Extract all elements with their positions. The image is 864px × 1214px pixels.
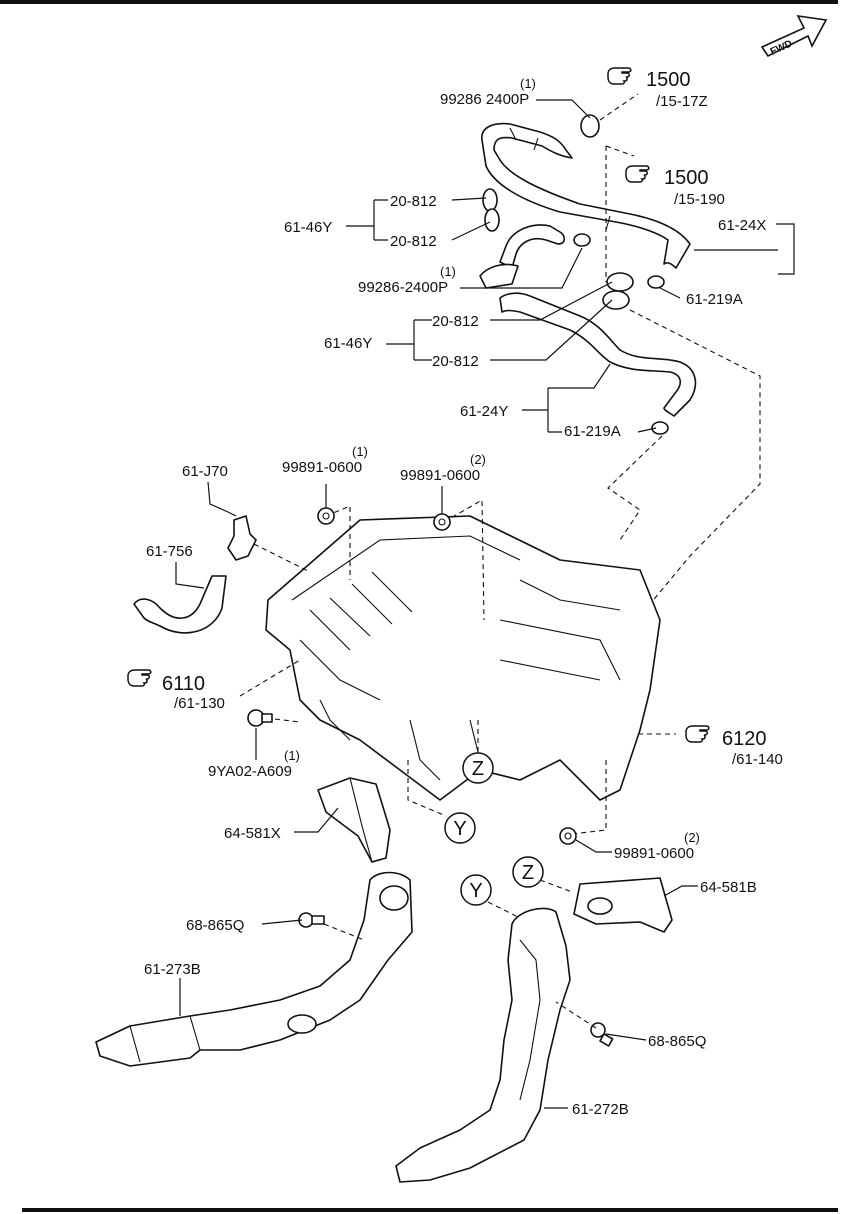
dashed-line-screw-b xyxy=(555,1001,597,1029)
nut-99891-0600-1 xyxy=(317,507,335,525)
clamp-99286-top xyxy=(580,114,600,138)
label-99891-0600-2: 99891-0600 xyxy=(400,467,480,484)
qty-9YA02-A609: (1) xyxy=(284,748,300,763)
clamp-99286-mid xyxy=(573,233,591,247)
label-61-273B: 61-273B xyxy=(144,961,201,978)
dashed-line-nut-3 xyxy=(571,760,607,835)
marker-z-1-label: Z xyxy=(472,758,484,780)
hose-61-756 xyxy=(133,575,227,634)
hose-61-24X xyxy=(481,122,691,269)
ref-6120-sub: /61-140 xyxy=(732,751,783,768)
connector-61-J70 xyxy=(227,515,311,573)
label-61-46Y-b: 61-46Y xyxy=(324,335,372,352)
label-61-756: 61-756 xyxy=(146,543,193,560)
dashed-line-screw-a xyxy=(323,923,365,941)
pointing-hand-icon xyxy=(127,669,152,687)
nut-99891-0600-2 xyxy=(433,513,451,531)
duct-61-273B xyxy=(95,871,413,1067)
dashed-line-z2 xyxy=(539,879,573,893)
label-61-219A-b: 61-219A xyxy=(564,423,621,440)
label-61-J70: 61-J70 xyxy=(182,463,228,480)
ref-6110-sub: /61-130 xyxy=(174,695,225,712)
reference-1500-a: 1500 /15-17Z xyxy=(607,67,708,110)
hose-joint-61-219A-b xyxy=(651,421,669,435)
fwd-arrow-icon: FWD xyxy=(760,14,828,58)
duct-64-581B xyxy=(573,877,673,933)
label-61-24X: 61-24X xyxy=(718,217,766,234)
qty-99286-mid: (1) xyxy=(440,264,456,279)
dashed-line-6110 xyxy=(239,659,301,697)
ref-6120-num: 6120 xyxy=(722,728,767,750)
label-61-219A-a: 61-219A xyxy=(686,291,743,308)
heater-unit xyxy=(265,515,661,801)
marker-y-2: Y xyxy=(460,874,492,906)
label-68-865Q-b: 68-865Q xyxy=(648,1033,706,1050)
dashed-line-1500-b xyxy=(605,145,635,157)
label-64-581B: 64-581B xyxy=(700,879,757,896)
duct-61-272B xyxy=(395,907,571,1183)
ref-1500-a-num: 1500 xyxy=(646,69,691,91)
label-20-812-d: 20-812 xyxy=(432,353,479,370)
marker-z-2-label: Z xyxy=(522,862,534,884)
dashed-line-hose xyxy=(605,146,761,641)
label-68-865Q-a: 68-865Q xyxy=(186,917,244,934)
reference-6110: 6110 /61-130 xyxy=(127,669,225,712)
pointing-hand-icon xyxy=(685,725,710,743)
qty-99286-top: (1) xyxy=(520,76,536,91)
reference-6120: 6120 /61-140 xyxy=(685,725,783,768)
marker-z-1: Z xyxy=(462,752,494,784)
hose-small-loop xyxy=(479,224,566,289)
label-99286-2400P-top: 99286 2400P xyxy=(440,91,529,108)
clamp-20-812-b xyxy=(602,272,634,310)
label-9YA02-A609: 9YA02-A609 xyxy=(208,763,292,780)
fwd-label: FWD xyxy=(769,38,794,57)
qty-99891-0600-3: (2) xyxy=(684,830,700,845)
qty-99891-0600-2: (2) xyxy=(470,452,486,467)
marker-y-1-label: Y xyxy=(453,818,466,840)
clamp-20-812-a xyxy=(482,188,500,232)
dashed-line-nut-1 xyxy=(325,505,351,580)
dashed-line-bolt xyxy=(265,717,301,723)
label-61-24Y: 61-24Y xyxy=(460,403,508,420)
marker-y-2-label: Y xyxy=(469,880,482,902)
hose-joint-61-219A-a xyxy=(647,275,665,289)
label-61-272B: 61-272B xyxy=(572,1101,629,1118)
reference-1500-b: 1500 /15-190 xyxy=(625,165,725,208)
pointing-hand-icon xyxy=(607,67,632,85)
marker-z-2: Z xyxy=(512,856,544,888)
screw-68-865Q-a xyxy=(298,912,325,928)
qty-99891-0600-1: (1) xyxy=(352,444,368,459)
dashed-line-y xyxy=(407,760,447,817)
pointing-hand-icon xyxy=(625,165,650,183)
nut-99891-0600-3 xyxy=(559,827,577,845)
ref-1500-b-num: 1500 xyxy=(664,167,709,189)
label-64-581X: 64-581X xyxy=(224,825,281,842)
ref-1500-b-sub: /15-190 xyxy=(674,191,725,208)
dashed-line-lower xyxy=(607,435,663,541)
dashed-line-1500-a xyxy=(599,93,639,121)
duct-64-581X xyxy=(317,777,391,863)
label-20-812-b: 20-812 xyxy=(390,233,437,250)
ref-1500-a-sub: /15-17Z xyxy=(656,93,708,110)
label-20-812-a: 20-812 xyxy=(390,193,437,210)
label-99891-0600-1: 99891-0600 xyxy=(282,459,362,476)
bolt-9YA02-A609 xyxy=(247,709,273,727)
dashed-line-y2 xyxy=(487,901,521,919)
marker-y-1: Y xyxy=(444,812,476,844)
label-20-812-c: 20-812 xyxy=(432,313,479,330)
label-99891-0600-3: 99891-0600 xyxy=(614,845,694,862)
label-99286-2400P-mid: 99286-2400P xyxy=(358,279,448,296)
hose-61-24Y xyxy=(499,292,697,417)
ref-6110-num: 6110 xyxy=(162,673,205,695)
label-61-46Y-a: 61-46Y xyxy=(284,219,332,236)
